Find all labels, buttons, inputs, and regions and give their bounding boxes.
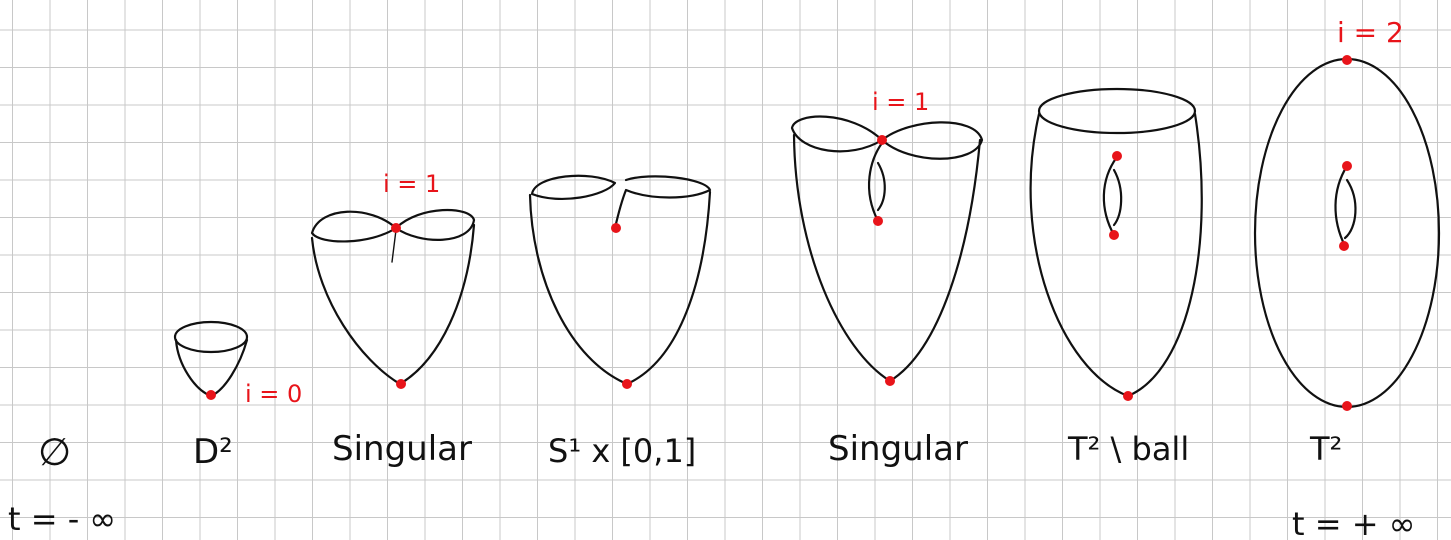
critical-point-minimum: [1342, 401, 1352, 411]
label-singular-2: Singular: [828, 429, 968, 469]
index-label-disk: i = 0: [245, 380, 302, 408]
index-label-singular-2: i = 1: [872, 88, 929, 116]
critical-point-minimum: [1123, 391, 1133, 401]
critical-point-boundary: [611, 223, 621, 233]
critical-point-index-2: [1342, 55, 1352, 65]
critical-point-index-1: [877, 135, 887, 145]
singular-surface-2: [790, 115, 984, 386]
disk-surface: [173, 320, 249, 400]
index-label-torus: i = 2: [1337, 16, 1404, 49]
label-singular-1: Singular: [332, 429, 472, 469]
critical-point-upper: [1342, 161, 1352, 171]
label-punctured-torus: T² \ ball: [1067, 430, 1189, 468]
label-empty-set: ∅: [38, 430, 71, 474]
critical-point-lower: [1339, 241, 1349, 251]
index-label-singular-1: i = 1: [383, 170, 440, 198]
critical-point-index-1: [391, 223, 401, 233]
singular-surface-1: [310, 209, 476, 389]
label-torus: T²: [1309, 430, 1342, 468]
critical-point-upper: [1112, 151, 1122, 161]
critical-point-index-0: [206, 390, 216, 400]
cylinder-surface: [528, 174, 712, 389]
critical-point-minimum: [885, 376, 895, 386]
time-start-label: t = - ∞: [8, 500, 116, 538]
time-end-label: t = + ∞: [1292, 505, 1415, 540]
critical-point-lower: [1109, 230, 1119, 240]
critical-point-lower: [873, 216, 883, 226]
label-disk: D²: [193, 432, 233, 472]
label-cylinder: S¹ x [0,1]: [548, 432, 696, 470]
torus-surface: [1253, 55, 1441, 411]
critical-point-minimum: [396, 379, 406, 389]
punctured-torus-surface: [1029, 87, 1203, 401]
critical-point-minimum: [622, 379, 632, 389]
